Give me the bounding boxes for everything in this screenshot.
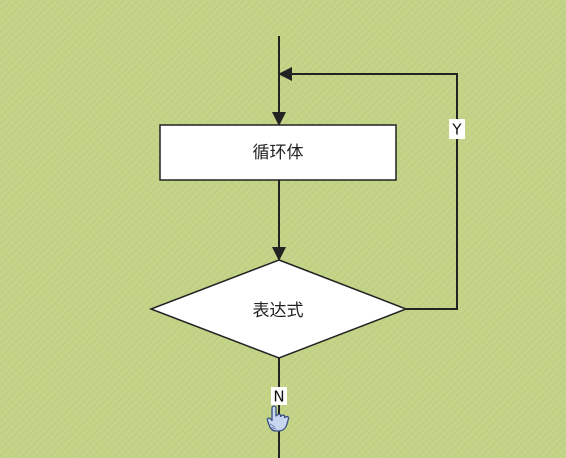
hand-pointer-cursor-icon <box>266 405 290 432</box>
yes-loop-back-path <box>278 67 458 310</box>
yes-label: Y <box>451 121 462 139</box>
no-label: N <box>273 388 284 406</box>
no-label-bg <box>271 387 287 405</box>
loop-body-label: 循环体 <box>253 143 304 163</box>
condition-label: 表达式 <box>253 301 304 321</box>
yes-label-bg <box>449 119 465 139</box>
